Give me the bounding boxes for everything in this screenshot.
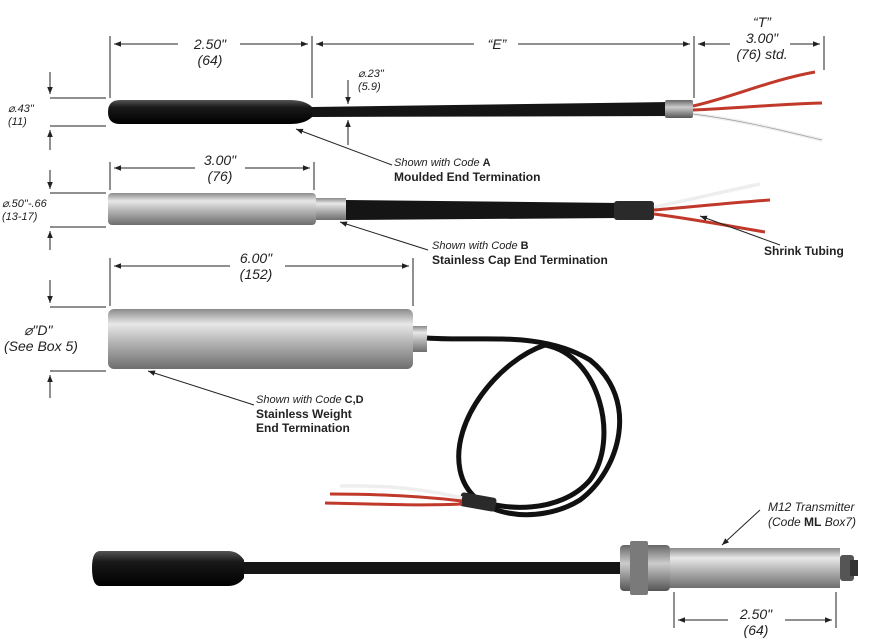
dimension-lines bbox=[47, 36, 837, 628]
sensor-a bbox=[108, 70, 823, 142]
dim-m12-length: 2.50" (64) bbox=[728, 606, 784, 638]
callout-b-prefix: Shown with Code bbox=[432, 240, 518, 252]
callout-c: Shown with Code C,D Stainless Weight End… bbox=[256, 394, 364, 435]
dim-b-dia-mm: (13-17) bbox=[2, 211, 38, 223]
callout-m12: M12 Transmitter (Code ML Box7) bbox=[768, 500, 856, 530]
dim-a-dia-in: ⌀.43" bbox=[8, 103, 34, 115]
callout-c-code: C,D bbox=[344, 394, 364, 406]
dim-a-length-mm: (64) bbox=[197, 52, 223, 68]
callout-b-title: Stainless Cap End Termination bbox=[432, 253, 608, 267]
dim-m12-length-mm: (64) bbox=[743, 622, 769, 638]
callout-m12-title: M12 Transmitter bbox=[768, 500, 855, 514]
dim-c-dia: ⌀"D" (See Box 5) bbox=[4, 322, 94, 354]
callout-c-title2: End Termination bbox=[256, 421, 350, 435]
callout-a-prefix: Shown with Code bbox=[394, 157, 480, 169]
dim-cable-dia: ⌀.23" (5.9) bbox=[358, 68, 384, 94]
dim-c-dia-in: ⌀"D" bbox=[24, 322, 53, 338]
callout-a-code: A bbox=[482, 157, 491, 169]
dim-c-length-in: 6.00" bbox=[239, 250, 273, 266]
dim-b-length-mm: (76) bbox=[207, 168, 233, 184]
dim-t: “T” 3.00" (76) std. bbox=[732, 14, 792, 62]
dim-b-length: 3.00" (76) bbox=[196, 152, 244, 184]
dim-a-length: 2.50" (64) bbox=[180, 36, 240, 68]
dim-t-length: 3.00" bbox=[745, 30, 779, 46]
dim-c-dia-note: (See Box 5) bbox=[4, 338, 78, 354]
callout-b: Shown with Code B Stainless Cap End Term… bbox=[432, 240, 608, 267]
dim-e: “E” bbox=[487, 36, 507, 52]
dim-b-dia-in: ⌀.50"-.66 bbox=[2, 198, 47, 210]
callout-c-prefix: Shown with Code bbox=[256, 394, 342, 406]
dim-m12-length-in: 2.50" bbox=[739, 606, 773, 622]
dim-c-length-mm: (152) bbox=[239, 266, 273, 282]
dim-a-dia-mm: (11) bbox=[8, 116, 27, 128]
dim-b-length-in: 3.00" bbox=[203, 152, 237, 168]
callout-a-title: Moulded End Termination bbox=[394, 170, 541, 184]
callout-b-code: B bbox=[520, 240, 529, 252]
sensor-m12 bbox=[92, 541, 858, 595]
callout-c-title1: Stainless Weight bbox=[256, 407, 352, 421]
callout-shrink: Shrink Tubing bbox=[764, 244, 844, 258]
callout-a: Shown with Code A Moulded End Terminatio… bbox=[394, 157, 540, 184]
sensor-c bbox=[108, 309, 623, 518]
sensor-b bbox=[108, 182, 771, 234]
dim-a-dia: ⌀.43" (11) bbox=[8, 103, 34, 129]
dim-cable-dia-mm: (5.9) bbox=[358, 81, 381, 93]
dim-a-length-in: 2.50" bbox=[193, 36, 227, 52]
dim-t-label: “T” bbox=[753, 14, 771, 30]
dim-b-dia: ⌀.50"-.66 (13-17) bbox=[2, 198, 47, 224]
dim-cable-dia-in: ⌀.23" bbox=[358, 68, 384, 80]
leader-lines bbox=[147, 128, 781, 546]
dim-c-length: 6.00" (152) bbox=[228, 250, 284, 282]
callout-m12-code: ML bbox=[804, 515, 822, 529]
dim-t-length-mm: (76) std. bbox=[736, 46, 788, 62]
callout-m12-code-post: Box7) bbox=[824, 515, 857, 529]
callout-m12-code-pre: (Code bbox=[768, 515, 801, 529]
